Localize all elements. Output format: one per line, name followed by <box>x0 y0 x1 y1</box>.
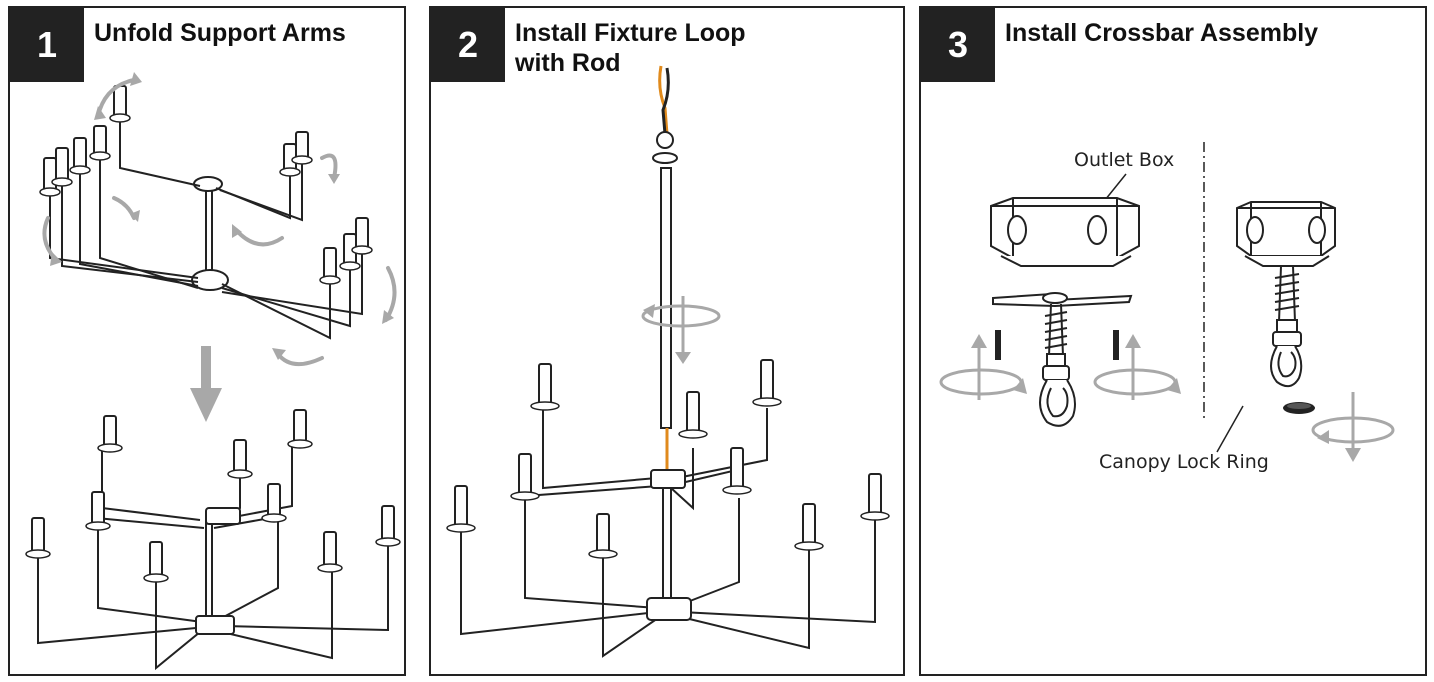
step-2-title-line-2: with Rod <box>515 49 621 77</box>
step-2-number: 2 <box>431 8 505 82</box>
step-3-title: Install Crossbar Assembly <box>1005 19 1319 47</box>
chandelier-with-rod-illustration <box>446 65 890 658</box>
outlet-box-label: Outlet Box <box>1074 149 1175 171</box>
step-2-panel: 2 Install Fixture Loop with Rod <box>429 6 905 676</box>
folded-chandelier-illustration <box>25 72 401 671</box>
step-1-title: Unfold Support Arms <box>94 19 346 47</box>
step-3-number: 3 <box>921 8 995 82</box>
step-1-number: 1 <box>10 8 84 82</box>
step-3-panel: 3 Install Crossbar Assembly Outlet Box C… <box>919 6 1427 676</box>
step-1-panel: 1 Unfold Support Arms <box>8 6 406 676</box>
step-2-title: Install Fixture Loop with Rod <box>515 18 895 78</box>
crossbar-assembly-illustration <box>939 142 1395 462</box>
step-2-title-line-1: Install Fixture Loop <box>515 19 746 47</box>
canopy-lock-ring-label: Canopy Lock Ring <box>1099 451 1269 473</box>
